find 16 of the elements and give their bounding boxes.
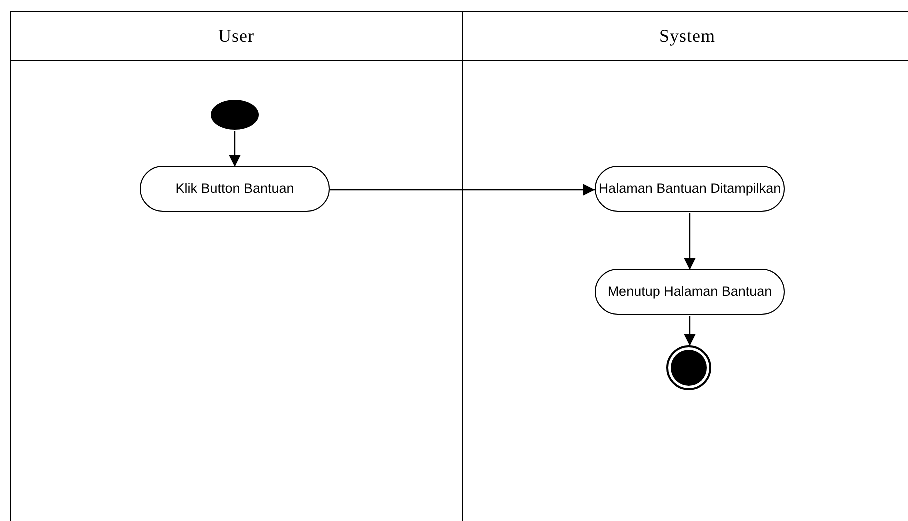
- swimlane: [10, 11, 462, 521]
- action-label: Klik Button Bantuan: [176, 181, 294, 197]
- action-label: Halaman Bantuan Ditampilkan: [598, 181, 782, 197]
- arrow: [684, 316, 696, 346]
- swimlane: [462, 11, 908, 521]
- lane-title: System: [659, 26, 716, 46]
- action-node: [140, 166, 330, 212]
- arrow: [330, 184, 595, 196]
- final-node: [666, 345, 712, 391]
- action-label: Menutup Halaman Bantuan: [608, 284, 772, 300]
- action-node: [595, 166, 785, 212]
- arrow: [684, 213, 696, 270]
- lane-title: User: [218, 26, 254, 46]
- arrow: [229, 131, 241, 167]
- initial-node: [211, 100, 259, 130]
- action-node: [595, 269, 785, 315]
